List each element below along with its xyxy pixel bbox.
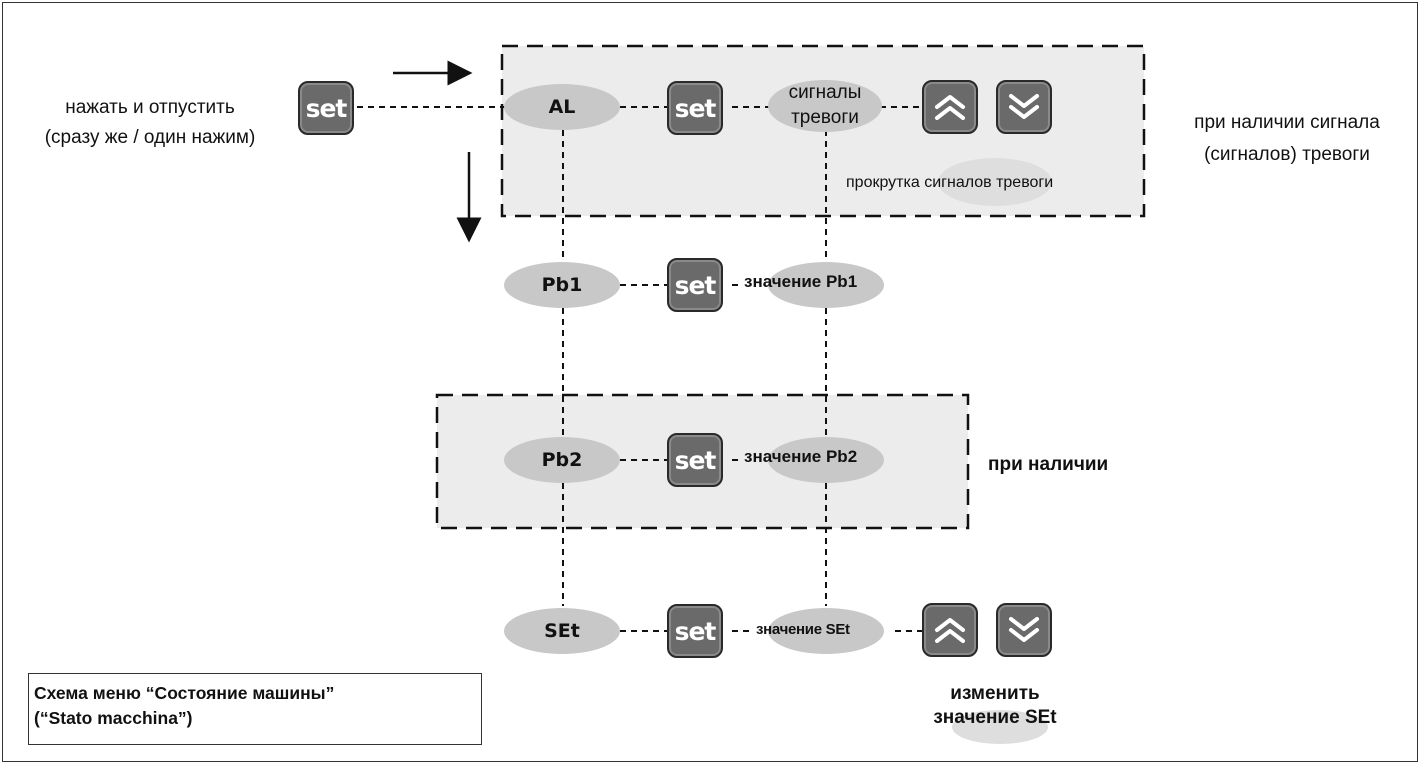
node-pb1-oval — [504, 262, 620, 308]
scroll-note-oval — [938, 158, 1052, 206]
press-release-label: нажать и отпустить (сразу же / один нажи… — [44, 97, 256, 148]
up-button-alarms[interactable] — [922, 80, 978, 134]
alarms-value-label: сигналы тревоги — [788, 82, 862, 128]
node-pb2-oval — [504, 437, 620, 483]
node-set-oval — [504, 608, 620, 654]
node-pb2-label: Pb2 — [541, 449, 583, 471]
up-button-set[interactable] — [922, 603, 978, 657]
scroll-alarms-label: прокрутка сигналов тревоги — [846, 174, 1054, 191]
node-al-oval — [504, 84, 620, 130]
pb2-value-label: значение Pb2 — [744, 447, 858, 466]
diagram-caption: Схема меню “Состояние машины” (“Stato ma… — [28, 673, 482, 745]
node-pb1-label: Pb1 — [541, 274, 583, 296]
dashed-connectors — [357, 106, 922, 632]
double-chevron-up-icon — [935, 95, 965, 120]
set-button-pb2[interactable]: set — [667, 433, 723, 487]
pb2-value-oval — [768, 437, 884, 483]
set-button-entry[interactable]: set — [298, 81, 354, 135]
set-value-label: значение SEt — [756, 621, 850, 638]
double-chevron-down-icon — [1009, 617, 1039, 642]
alarms-value-oval — [768, 80, 882, 132]
double-chevron-down-icon — [1009, 94, 1039, 119]
set-button-al[interactable]: set — [667, 81, 723, 135]
double-chevron-up-icon — [935, 618, 965, 643]
set-value-oval — [768, 608, 884, 654]
alarm-present-label: при наличии сигнала (сигналов) тревоги — [1194, 112, 1380, 165]
pb1-value-oval — [768, 262, 884, 308]
down-button-alarms[interactable] — [996, 80, 1052, 134]
set-button-set[interactable]: set — [667, 604, 723, 658]
node-al-label: AL — [548, 96, 576, 118]
change-set-label: изменить значение SEt — [933, 683, 1057, 728]
pb1-value-label: значение Pb1 — [744, 272, 858, 291]
node-set-label: SEt — [544, 620, 580, 642]
change-set-oval — [952, 710, 1048, 744]
if-present-label: при наличии — [988, 454, 1109, 475]
set-button-pb1[interactable]: set — [667, 258, 723, 312]
down-button-set[interactable] — [996, 603, 1052, 657]
